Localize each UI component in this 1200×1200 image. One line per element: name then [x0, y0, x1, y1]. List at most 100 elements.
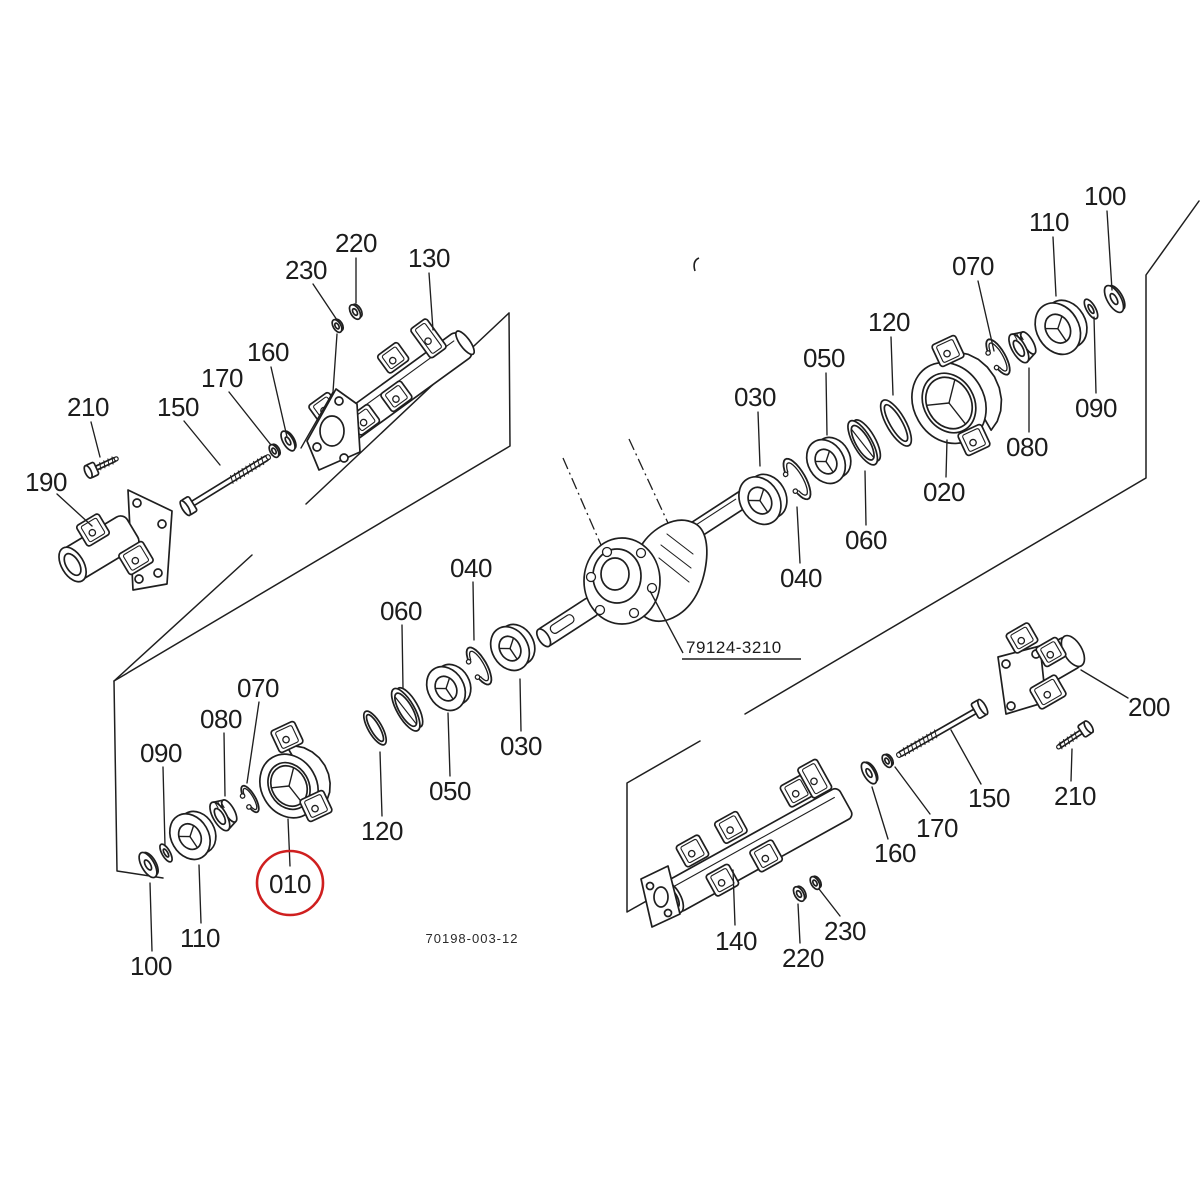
center-case-assembly — [535, 489, 752, 648]
leader-line-bl_070 — [246, 701, 260, 784]
callout-bl_110: 110 — [180, 923, 220, 953]
leader-line-br_220 — [797, 903, 801, 944]
leader-line2-ul_230 — [300, 333, 338, 449]
callout-tr_110: 110 — [1029, 207, 1069, 237]
callout-tr_070: 070 — [952, 251, 994, 281]
callout-tr_090: 090 — [1075, 393, 1117, 423]
flange-bolt-holes — [585, 546, 658, 619]
callout-br_200: 200 — [1128, 692, 1170, 722]
leader-line-br_200 — [1080, 669, 1129, 699]
leader-line-br_210 — [1070, 748, 1073, 782]
callout-tr_030: 030 — [734, 382, 776, 412]
lower-kingpin-shaft — [535, 597, 599, 648]
part-race-060 — [390, 686, 424, 732]
callout-ul_230: 230 — [285, 255, 327, 285]
callout-bl_090: 090 — [140, 738, 182, 768]
callout-ul_130: 130 — [408, 243, 450, 273]
leader-line-bl_040 — [472, 581, 475, 641]
callout-br_230: 230 — [824, 916, 866, 946]
leader-line-ul_130 — [428, 272, 434, 331]
part-holder-020 — [911, 351, 1003, 445]
part-screw-210-lower-right — [1056, 720, 1095, 750]
leader-line-ul_150 — [183, 420, 221, 466]
part-screw-150-lower-right — [896, 698, 989, 758]
part-bearing-110 — [1034, 299, 1088, 356]
callout-tr_060: 060 — [845, 525, 887, 555]
part-oring-120 — [879, 399, 913, 447]
axle-support-130 — [306, 318, 476, 471]
leader-line-bl_010 — [287, 818, 291, 867]
leader-line-tr_110 — [1052, 236, 1057, 297]
leader-line-ul_230 — [312, 283, 338, 321]
callout-ul_160: 160 — [247, 337, 289, 367]
part-oring-120 — [362, 710, 388, 746]
callout-bl_060: 060 — [380, 596, 422, 626]
leader-line-bl_100 — [149, 882, 153, 952]
part-nut-220-lower-right — [792, 885, 807, 903]
leader-line-bl_030 — [519, 678, 522, 732]
callout-ul_210: 210 — [67, 392, 109, 422]
callout-br_170: 170 — [916, 813, 958, 843]
callout-tr_100: 100 — [1084, 181, 1126, 211]
bearing-stack-top-right — [738, 284, 1126, 526]
stray-mark — [693, 257, 700, 272]
callout-bl_080: 080 — [200, 704, 242, 734]
part-circlip-070 — [239, 784, 260, 814]
callout-br_140: 140 — [715, 926, 757, 956]
part-nut-230-lower-right — [809, 875, 823, 891]
fasteners-layer — [83, 303, 1095, 903]
leader-line-bl_120 — [379, 751, 383, 817]
leader-line-bl_090 — [162, 766, 166, 847]
leader-line-tr_050 — [825, 372, 828, 436]
case-ribs — [658, 533, 694, 583]
callout-bl_030: 030 — [500, 731, 542, 761]
leader-line-tr_120 — [890, 336, 894, 396]
housing-200 — [997, 622, 1086, 715]
leader-line-bl_060 — [401, 624, 404, 689]
callout-bl_120: 120 — [361, 816, 403, 846]
leader-line-br_160 — [871, 786, 889, 840]
part-bearing-050 — [805, 436, 852, 485]
part-race-060 — [847, 419, 882, 466]
leader-line-ul_160 — [270, 366, 288, 438]
callout-ul_220: 220 — [335, 228, 377, 258]
leader-lines-layer — [56, 210, 1129, 952]
leader-line-br_230 — [818, 888, 841, 917]
part-bearing-030 — [738, 473, 788, 526]
callout-tr_080: 080 — [1006, 432, 1048, 462]
part-circlip-040 — [782, 457, 812, 501]
part-bearing-110 — [168, 810, 217, 861]
axle-support-140 — [640, 758, 853, 928]
part-washer-100 — [1103, 284, 1126, 314]
part-cone-080 — [209, 799, 238, 832]
part-bearing-030 — [489, 623, 536, 672]
leader-line-ul_170 — [228, 391, 272, 446]
part-circlip-070 — [985, 338, 1011, 376]
part-circlip-040 — [465, 646, 493, 686]
part-nut-170-upper-left — [268, 443, 282, 459]
part-washer_sm-090 — [159, 843, 173, 863]
leader-line-br_170 — [894, 766, 931, 815]
leader-line-tr_060 — [864, 470, 867, 526]
reference-labels: 79124-3210 70198-003-12 — [426, 590, 801, 946]
callout-bl_100: 100 — [130, 951, 172, 981]
leader-line-tr_030 — [757, 411, 761, 467]
kingpin-axis-lines — [562, 438, 669, 546]
leader-line-bl_080 — [223, 732, 226, 797]
callout-bl_070: 070 — [237, 673, 279, 703]
bearing-stack-bottom-left — [138, 623, 536, 879]
callout-bl_050: 050 — [429, 776, 471, 806]
part-reference-label: 79124-3210 — [686, 638, 782, 657]
part-screw-210-upper-left — [83, 456, 119, 479]
housing-190 — [58, 489, 173, 591]
leader-line-tr_100 — [1106, 210, 1113, 291]
callout-tr_120: 120 — [868, 307, 910, 337]
part-bearing-050 — [425, 663, 472, 712]
plane-outline-upper-left — [113, 312, 511, 879]
part-nut-230-upper-left — [331, 318, 345, 334]
callout-tr_040: 040 — [780, 563, 822, 593]
part-cone-080 — [1008, 331, 1037, 364]
callout-bl_010: 010 — [269, 869, 311, 899]
